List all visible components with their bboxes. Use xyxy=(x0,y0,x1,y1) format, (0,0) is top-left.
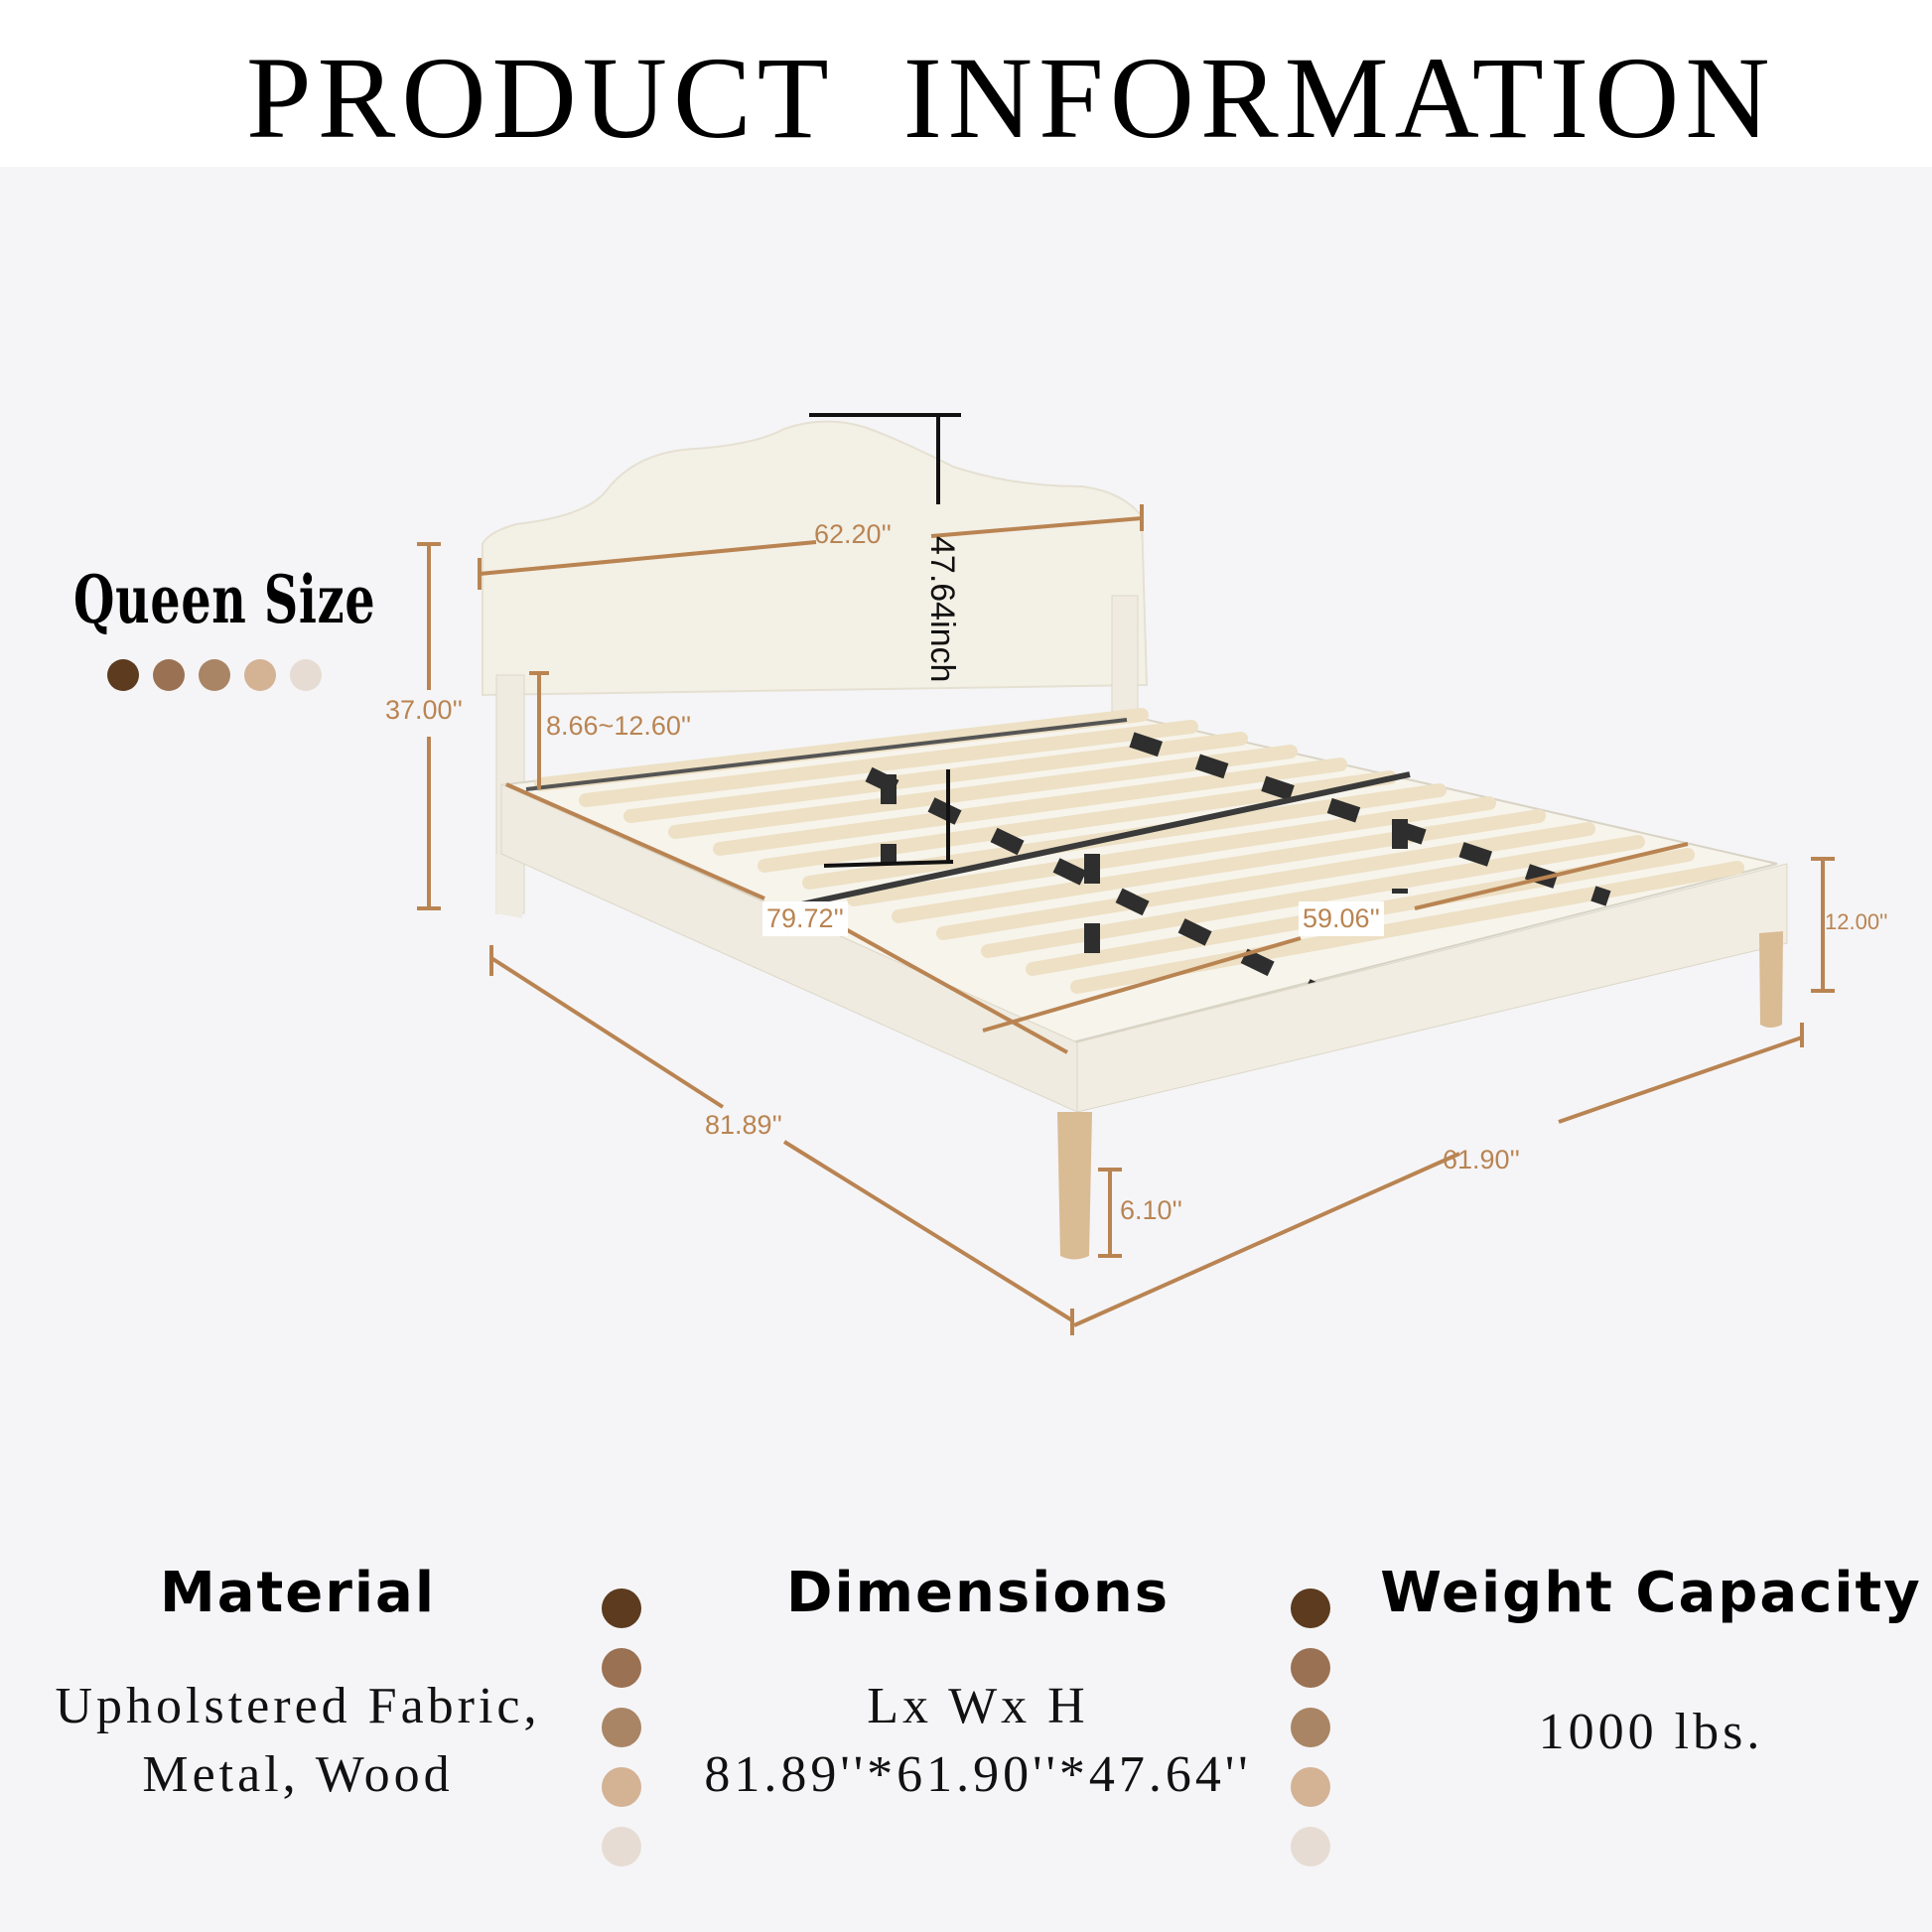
divider-dots-right xyxy=(1291,1588,1330,1866)
weight-section: Weight Capacity 1000 lbs. xyxy=(1370,1561,1932,1767)
swatch-beige[interactable] xyxy=(244,659,276,691)
right-leg xyxy=(1759,931,1783,1028)
front-leg xyxy=(1057,1112,1092,1260)
headboard xyxy=(482,420,1149,697)
divider-dot xyxy=(1291,1767,1330,1807)
divider-dot xyxy=(1291,1648,1330,1688)
divider-dot xyxy=(1291,1588,1330,1628)
swatch-tan[interactable] xyxy=(199,659,230,691)
swatch-dark-brown[interactable] xyxy=(107,659,139,691)
material-heading: Material xyxy=(159,1561,437,1625)
divider-dot xyxy=(602,1767,641,1807)
bed-frame-illustration xyxy=(417,413,1835,1335)
dimension-lines xyxy=(417,504,1835,1335)
dimensions-value: Lx Wx H 81.89''*61.90''*47.64'' xyxy=(704,1678,1252,1803)
inner-length-label: 79.72'' xyxy=(762,901,848,936)
dimensions-heading: Dimensions xyxy=(785,1561,1171,1625)
back-leg xyxy=(496,854,522,918)
divider-dot xyxy=(1291,1827,1330,1866)
leg-height-label: 6.10'' xyxy=(1120,1195,1182,1225)
headboard-right-post xyxy=(1111,595,1139,716)
swatch-brown[interactable] xyxy=(153,659,185,691)
side-rail-height-label: 12.00'' xyxy=(1825,909,1888,934)
material-section: Material Upholstered Fabric, Metal, Wood xyxy=(0,1561,596,1809)
head-rail xyxy=(525,718,1128,791)
dimensions-section: Dimensions Lx Wx H 81.89''*61.90''*47.64… xyxy=(655,1561,1301,1809)
headboard-gap-label: 8.66~12.60'' xyxy=(546,711,692,741)
foot-rail xyxy=(1076,863,1788,1113)
center-rail xyxy=(759,771,1411,916)
swatch-cream[interactable] xyxy=(290,659,322,691)
divider-dot xyxy=(602,1588,641,1628)
inner-width-label: 59.06'' xyxy=(1299,901,1384,936)
support-beams xyxy=(865,732,1611,1001)
material-value: Upholstered Fabric, Metal, Wood xyxy=(55,1678,541,1803)
overall-width-label: 61.90'' xyxy=(1443,1145,1520,1174)
headboard-width-label: 62.20'' xyxy=(814,519,892,549)
divider-dot xyxy=(602,1648,641,1688)
divider-dot xyxy=(602,1827,641,1866)
color-swatches xyxy=(107,659,322,691)
page-title: PRODUCT INFORMATION xyxy=(246,33,1776,163)
total-height-marker xyxy=(809,413,961,868)
headboard-height-label: 37.00'' xyxy=(385,695,463,725)
product-diagram-area: 62.20'' 47.64inch 37.00'' 8.66~12.60'' 7… xyxy=(0,167,1932,1932)
divider-dot xyxy=(602,1708,641,1747)
overall-length-label: 81.89'' xyxy=(705,1110,782,1140)
weight-value: 1000 lbs. xyxy=(1538,1704,1764,1760)
divider-dot xyxy=(1291,1708,1330,1747)
total-height-label: 47.64inch xyxy=(923,536,961,683)
weight-heading: Weight Capacity xyxy=(1380,1561,1922,1625)
size-label: Queen Size xyxy=(73,561,376,638)
divider-dots-left xyxy=(602,1588,641,1866)
title-band xyxy=(0,0,1932,167)
